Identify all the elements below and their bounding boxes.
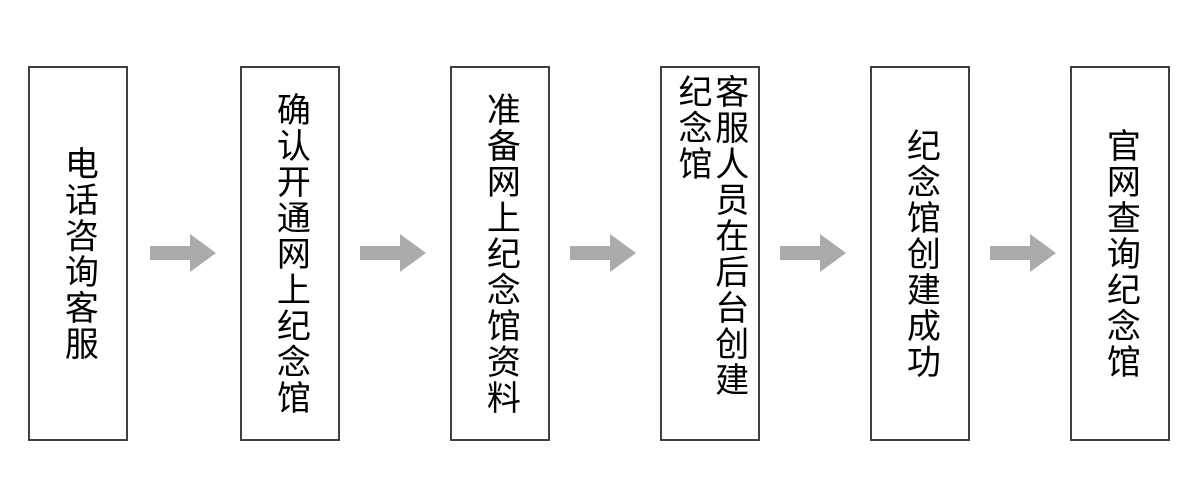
arrow-right-icon [570,234,636,272]
process-node-4[interactable]: 客服人员在后台创建纪念馆 [660,66,760,441]
arrow-right-icon [150,234,216,272]
process-node-3[interactable]: 准备网上纪念馆资料 [450,66,550,441]
process-node-2[interactable]: 确认开通网上纪念馆 [240,66,340,441]
process-node-1[interactable]: 电话咨询客服 [28,66,128,441]
process-node-1-label: 电话咨询客服 [58,145,99,362]
process-node-6[interactable]: 官网查询纪念馆 [1070,66,1170,441]
process-node-2-label: 确认开通网上纪念馆 [270,91,311,416]
process-node-6-label: 官网查询纪念馆 [1100,127,1141,380]
arrow-right-icon [780,234,846,272]
process-node-4-label: 客服人员在后台创建纪念馆 [672,74,749,398]
arrow-right-icon [360,234,426,272]
arrow-right-icon [990,234,1056,272]
process-node-5-label: 纪念馆创建成功 [900,127,941,380]
process-node-3-label: 准备网上纪念馆资料 [480,91,521,416]
process-node-5[interactable]: 纪念馆创建成功 [870,66,970,441]
